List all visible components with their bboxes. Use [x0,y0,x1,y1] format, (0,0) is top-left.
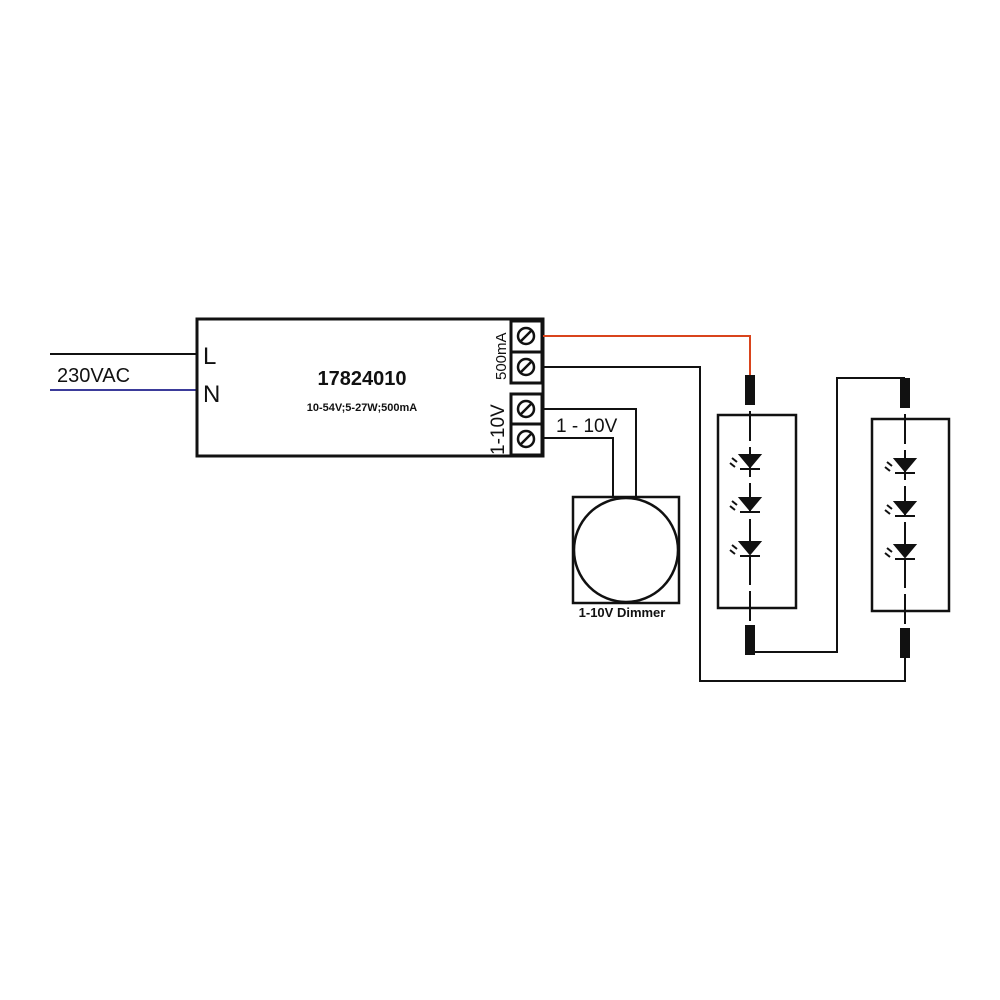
driver-specs: 10-54V;5-27W;500mA [307,402,418,414]
dimmer-wire-plus [543,408,637,497]
led-icon [884,458,918,560]
dim-label: 1-10V [488,404,509,455]
dimmer-wire-label: 1 - 10V [556,416,618,437]
led-icon [729,454,763,557]
output-label: 500mA [493,332,510,380]
live-terminal-label: L [203,343,216,370]
led-driver: L N 17824010 10-54V;5-27W;500mA 500mA 1-… [195,317,545,458]
led-module-1 [716,375,798,655]
negative-output-wire [543,366,906,682]
input-voltage-label: 230VAC [57,365,130,387]
dimmer-label: 1-10V Dimmer [579,605,666,620]
neutral-terminal-label: N [203,381,220,408]
dimmer-knob-icon [572,496,680,604]
dimmer-wire-minus [543,437,614,497]
dimmer[interactable] [571,495,681,605]
driver-model: 17824010 [318,368,407,390]
led-module-2 [870,378,951,658]
terminal-screw-icon [516,326,536,449]
positive-output-wire [543,335,751,376]
module-link-wire [750,377,905,653]
